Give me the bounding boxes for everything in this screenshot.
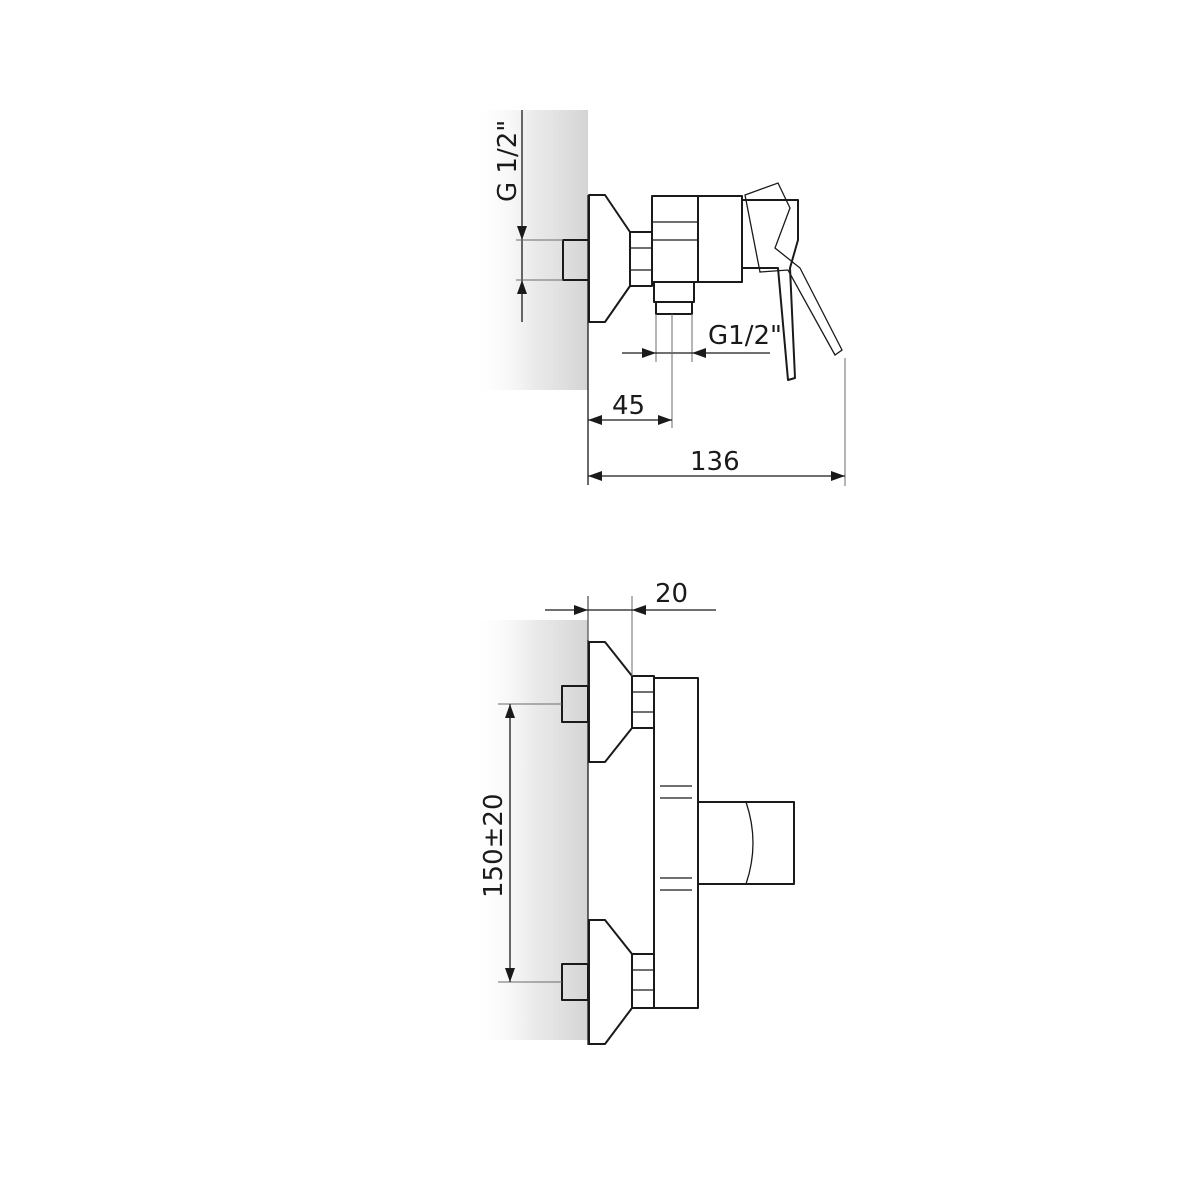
cartridge-housing [697,195,743,283]
outlet-nozzle-side [653,281,695,303]
side-view: G 1/2" G1/2" 45 136 [470,110,846,486]
arrow-outlet-right [692,348,706,358]
arrow-136-left [588,471,602,481]
handle-open-phantom [744,182,843,356]
nut-lower [631,953,655,1009]
arrow-outlet-left [642,348,656,358]
arrow-20-right [632,605,646,615]
wall-shadow-top [470,110,588,390]
dim-inlet-thread-label: G 1/2" [493,120,523,202]
dim-inlet-spacing-label: 150±20 [479,794,509,899]
mixer-body-front [653,677,699,1009]
arrow-inlet-bottom [517,280,527,294]
arrow-20-left [574,605,588,615]
dim-flange-offset-label: 20 [655,579,688,609]
arrow-150-bottom [505,968,515,982]
mixer-body-side [651,195,699,283]
nut-side [629,231,653,287]
wall-shadow-bottom [470,620,588,1040]
outlet-thread-side [655,301,693,315]
arrow-45-right [658,415,672,425]
arrow-150-top [505,704,515,718]
flange-upper [588,641,633,763]
handle-side [741,199,799,381]
arrow-136-right [831,471,845,481]
arrow-45-left [588,415,602,425]
handle-front [697,801,795,885]
arrow-inlet-top [517,226,527,240]
dim-outlet-thread-label: G1/2" [708,321,782,351]
flange-side [588,194,631,323]
nut-upper [631,675,655,729]
dim-total-depth-label: 136 [690,447,740,477]
handle-front-curve [745,801,754,885]
front-view: 20 150±20 [470,579,795,1045]
dim-outlet-offset-label: 45 [612,391,645,421]
flange-lower [588,919,633,1045]
